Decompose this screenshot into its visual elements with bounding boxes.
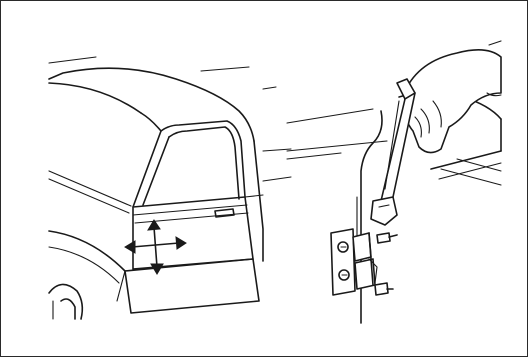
door-hinge-edge xyxy=(117,271,125,301)
cab-roof xyxy=(49,68,254,141)
front-fender-lower xyxy=(49,247,119,283)
wrench-icon xyxy=(371,79,415,225)
door-lower-panel xyxy=(125,259,259,313)
background-line xyxy=(263,87,276,89)
door-window-frame-inner xyxy=(169,127,239,199)
background-line xyxy=(49,57,96,63)
background-line xyxy=(287,141,387,151)
background-line xyxy=(287,109,373,123)
background-line xyxy=(287,153,341,159)
hinge-adjustment-drawing xyxy=(287,41,501,323)
cab-b-pillar xyxy=(254,141,263,261)
door-window-frame-outer xyxy=(161,121,245,197)
bed-line xyxy=(263,177,291,181)
front-fender xyxy=(49,231,125,271)
cab-roof-edge xyxy=(49,83,141,113)
background-line xyxy=(201,67,249,71)
door-panel xyxy=(133,197,253,269)
truck-cab-drawing xyxy=(49,57,291,319)
cab-side-line xyxy=(49,171,131,206)
front-wheel-arch xyxy=(49,284,82,319)
open-door-edge xyxy=(431,151,501,169)
hinge-bolt-icon xyxy=(375,283,393,295)
hand xyxy=(405,50,501,153)
hinge-bolt-icon xyxy=(377,233,397,243)
hinge-knuckle-upper xyxy=(353,233,371,261)
cab-side-line xyxy=(49,179,129,213)
front-wheel xyxy=(61,299,75,319)
hinge-body-plate xyxy=(331,229,355,295)
background-line xyxy=(441,169,501,185)
cab-rear-pillar xyxy=(141,113,161,131)
door-trim-line xyxy=(135,213,248,223)
finger-line xyxy=(489,41,501,45)
